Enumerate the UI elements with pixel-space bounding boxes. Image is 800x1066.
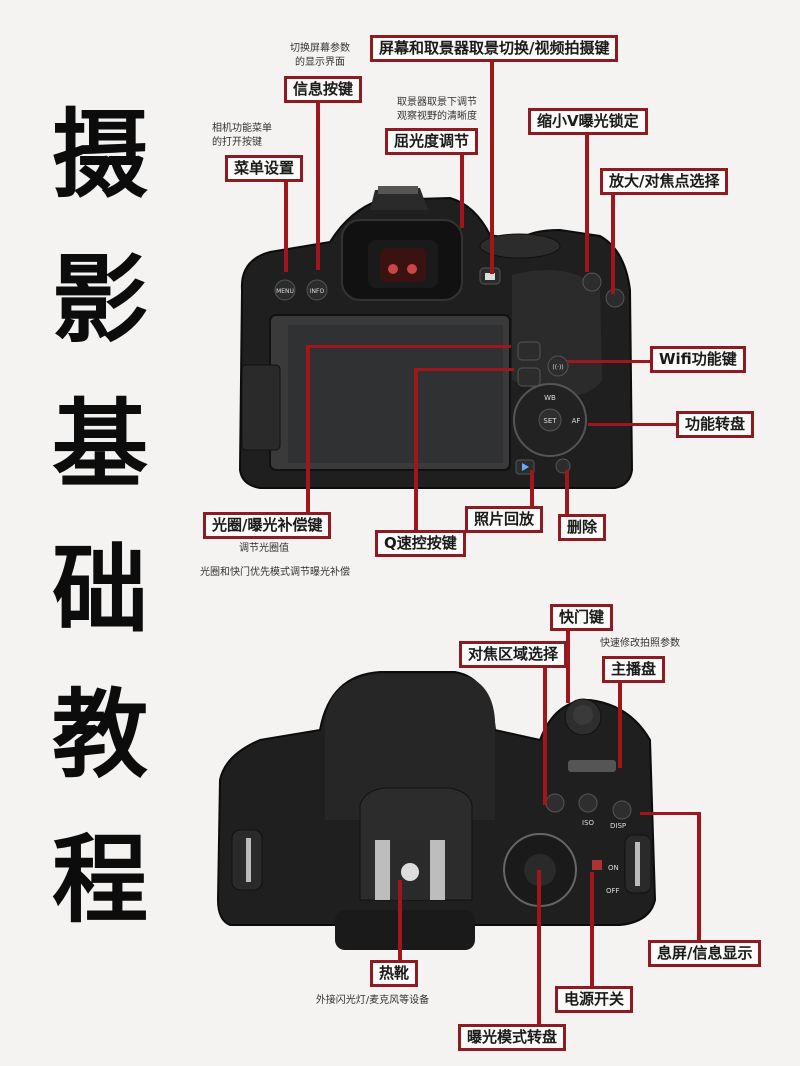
label-af-area-select: 对焦区域选择 bbox=[459, 641, 568, 668]
label-info-button: 信息按键 bbox=[284, 76, 363, 103]
menu-button-text: MENU bbox=[276, 288, 294, 295]
label-q-button: Q速控按键 bbox=[375, 530, 466, 557]
title-char: 影 bbox=[52, 244, 148, 356]
label-menu-settings: 菜单设置 bbox=[225, 155, 304, 182]
label-playback: 照片回放 bbox=[465, 506, 544, 533]
label-af-point-select: 放大/对焦点选择 bbox=[600, 168, 729, 195]
label-hot-shoe: 热靴 bbox=[370, 960, 419, 987]
label-aperture-exposure-button: 光圈/曝光补偿键 bbox=[203, 512, 332, 539]
label-function-dial: 功能转盘 bbox=[676, 411, 755, 438]
label-main-dial: 主播盘 bbox=[602, 656, 666, 683]
label-diopter: 屈光度调节 bbox=[385, 128, 479, 155]
disp-text: DISP bbox=[610, 822, 626, 830]
svg-text:((·)): ((·)) bbox=[552, 364, 563, 371]
off-text: OFF bbox=[606, 887, 620, 895]
title-char: 程 bbox=[52, 824, 148, 936]
diopter-note: 取景器取景下调节 观察视野的清晰度 bbox=[397, 97, 477, 122]
on-text: ON bbox=[608, 864, 619, 872]
label-mode-dial: 曝光模式转盘 bbox=[458, 1024, 567, 1051]
title-char: 摄 bbox=[52, 99, 148, 211]
set-button-text: SET bbox=[543, 417, 557, 425]
label-wifi-button: Wifi功能键 bbox=[650, 346, 746, 373]
info-note: 切换屏幕参数 的显示界面 bbox=[290, 43, 350, 68]
info-button-text: INFO bbox=[310, 288, 325, 295]
label-ae-lock: 缩小V曝光锁定 bbox=[528, 108, 648, 135]
menu-note: 相机功能菜单 的打开按键 bbox=[212, 123, 272, 148]
iso-text: ISO bbox=[582, 819, 595, 827]
hot-shoe-note: 外接闪光灯/麦克风等设备 bbox=[315, 995, 430, 1006]
label-display-off-info: 息屏/信息显示 bbox=[648, 940, 762, 967]
label-liveview-button: 屏幕和取景器取景切换/视频拍摄键 bbox=[370, 35, 619, 62]
title-char: 教 bbox=[52, 679, 148, 791]
aperture-note-1: 调节光圈值 bbox=[239, 543, 289, 554]
main-dial-note: 快速修改拍照参数 bbox=[600, 638, 680, 649]
camera-top-view: ISO DISP ON OFF bbox=[216, 671, 657, 950]
label-power-switch: 电源开关 bbox=[555, 986, 634, 1013]
wb-text: WB bbox=[544, 394, 556, 402]
camera-back-view: MENU INFO ((·)) SET WB AF bbox=[238, 186, 634, 489]
af-text: AF bbox=[572, 417, 581, 425]
title-char: 基 bbox=[52, 389, 148, 501]
label-delete: 删除 bbox=[558, 514, 607, 541]
label-shutter-button: 快门键 bbox=[550, 604, 614, 631]
title-char: 础 bbox=[52, 534, 148, 646]
aperture-note-2: 光圈和快门优先模式调节曝光补偿 bbox=[200, 567, 350, 578]
